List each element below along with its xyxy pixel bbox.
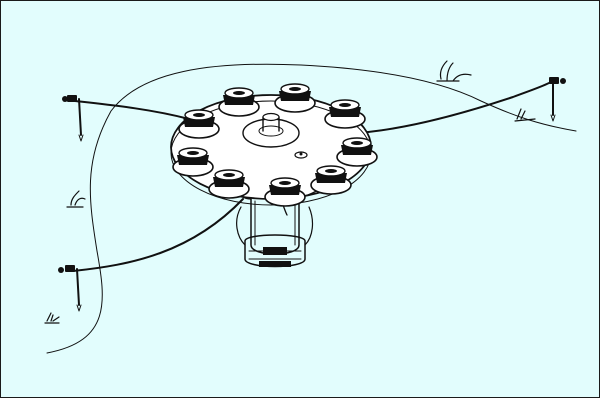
drip-emitter-icon bbox=[178, 109, 220, 139]
drip-tubing-right bbox=[356, 82, 550, 134]
grass-tuft-icon bbox=[514, 108, 536, 122]
drip-tubing-left-top bbox=[74, 100, 190, 120]
drip-emitter-icon bbox=[336, 137, 378, 167]
drip-emitter-icon bbox=[324, 99, 366, 129]
grass-tuft-icon bbox=[66, 190, 86, 208]
ground-stake-icon bbox=[549, 77, 566, 122]
drip-emitter-icon bbox=[208, 169, 250, 199]
drip-emitter-icon bbox=[218, 87, 260, 117]
grass-tuft-icon bbox=[436, 60, 472, 82]
drip-emitter-icon bbox=[274, 83, 316, 113]
grass-tuft-icon bbox=[44, 312, 60, 324]
manifold-base bbox=[236, 196, 314, 268]
drip-tubing-left-bottom bbox=[72, 198, 244, 272]
ground-stake-icon bbox=[58, 265, 82, 312]
drip-emitter-icon bbox=[310, 165, 352, 195]
ground-contour-line bbox=[46, 63, 577, 354]
drip-emitter-icon bbox=[172, 147, 214, 177]
ground-stake-icon bbox=[62, 95, 84, 142]
drip-emitter-icon bbox=[264, 177, 306, 207]
